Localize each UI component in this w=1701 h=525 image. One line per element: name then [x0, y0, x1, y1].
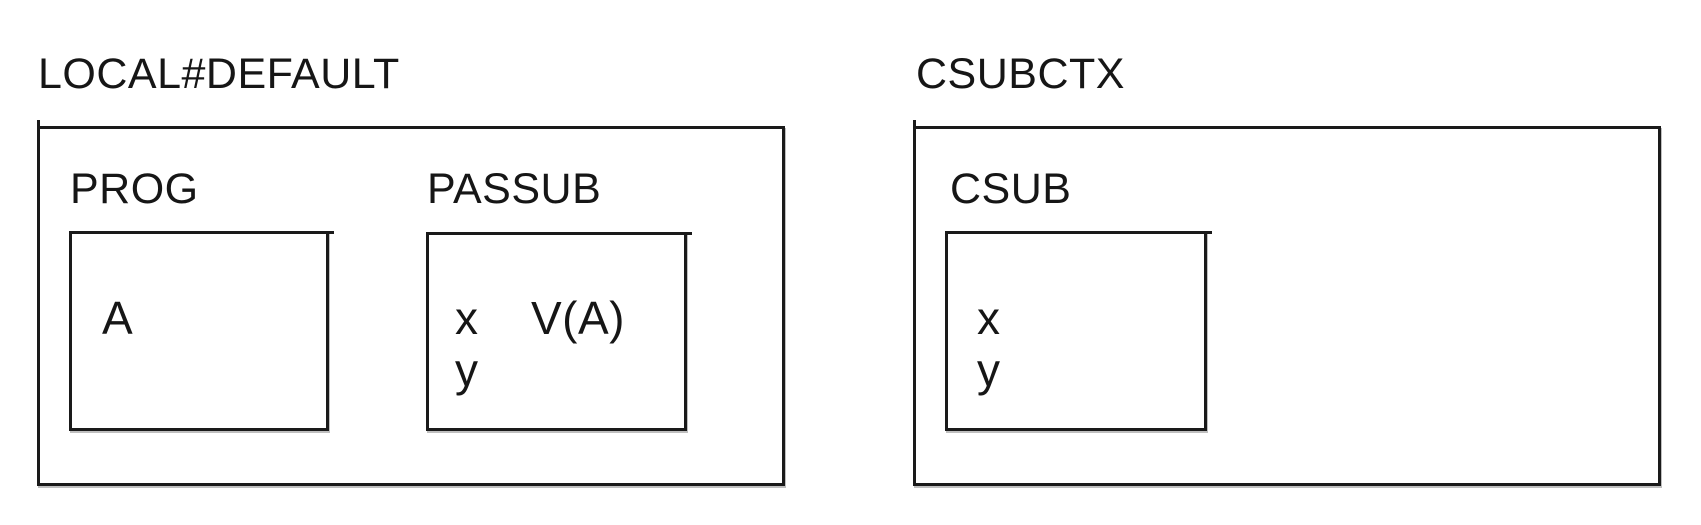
context-title-csubctx: CSUBCTX	[916, 50, 1125, 98]
frame-box-prog	[69, 231, 334, 431]
passub-var-x: x	[455, 292, 479, 344]
passub-value-annotation: V(A)	[531, 292, 625, 344]
prog-var-a: A	[102, 292, 134, 344]
context-title-local-default: LOCAL#DEFAULT	[38, 50, 400, 98]
frame-label-passub: PASSUB	[427, 165, 602, 213]
csub-var-y: y	[977, 344, 1001, 396]
csub-var-x: x	[977, 292, 1001, 344]
frame-box-csub	[945, 231, 1212, 431]
frame-box-passub	[426, 232, 692, 431]
frame-label-prog: PROG	[70, 165, 199, 213]
passub-var-y: y	[455, 344, 479, 396]
frame-label-csub: CSUB	[950, 165, 1072, 213]
